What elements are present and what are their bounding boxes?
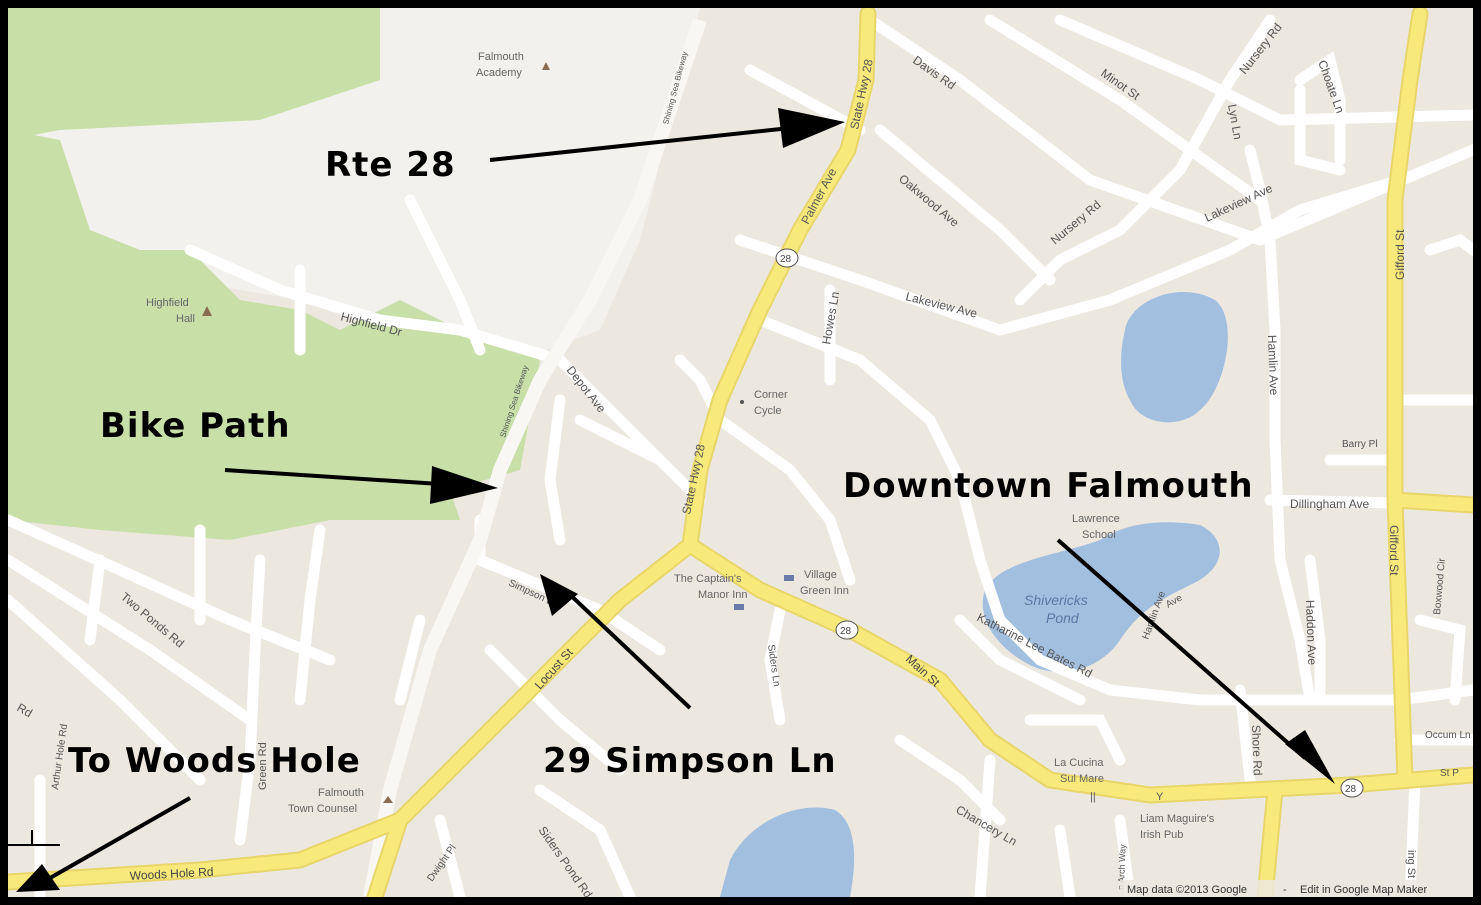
callout-rte-28: Rte 28 bbox=[325, 145, 456, 185]
poi-lawrence-school[interactable]: Lawrence School bbox=[1072, 513, 1120, 541]
attribution-bar bbox=[1120, 880, 1473, 897]
callout-arrows bbox=[49, 126, 1307, 880]
svg-text:Manor Inn: Manor Inn bbox=[698, 589, 748, 601]
government-icon bbox=[383, 796, 393, 803]
arrow-simpson-ln bbox=[563, 588, 692, 710]
water-label-shivericks-pond: Shivericks Pond bbox=[1024, 592, 1088, 626]
svg-text:Cycle: Cycle bbox=[754, 405, 782, 417]
hotel-icon bbox=[784, 575, 794, 581]
street-label-hamlin-ave: Hamlin Ave bbox=[1265, 335, 1281, 396]
landmark-icon bbox=[202, 306, 212, 316]
svg-text:Green Inn: Green Inn bbox=[800, 585, 849, 597]
street-label-st-p: St P bbox=[1440, 768, 1459, 779]
bar-icon: Y bbox=[1156, 791, 1164, 803]
poi-falmouth-academy[interactable]: Falmouth Academy bbox=[476, 51, 550, 79]
street-label-gifford-st-south: Gifford St bbox=[1387, 525, 1401, 576]
arrow-rte-28 bbox=[489, 126, 791, 162]
hotel-icon bbox=[734, 604, 744, 610]
attribution-separator: - bbox=[1283, 884, 1287, 896]
poi-corner-cycle[interactable]: Corner Cycle bbox=[740, 389, 788, 417]
major-roads bbox=[8, 8, 1473, 897]
arrowhead-woods-hole bbox=[16, 864, 60, 892]
poi-captains-manor-inn[interactable]: The Captain's Manor Inn bbox=[674, 573, 748, 610]
park-top bbox=[8, 8, 380, 140]
minor-roads bbox=[8, 14, 1473, 897]
attribution-edit-link[interactable]: Edit in Google Map Maker bbox=[1300, 884, 1428, 896]
callout-bike-path: Bike Path bbox=[100, 406, 291, 446]
route-shield: 28 bbox=[835, 620, 859, 640]
arrowheads bbox=[16, 108, 1335, 892]
svg-text:Highfield: Highfield bbox=[146, 297, 189, 309]
street-label-greene-rd: Green Rd bbox=[257, 742, 269, 790]
shop-icon bbox=[740, 400, 744, 404]
street-label-shore-rd: Shore Rd bbox=[1249, 725, 1265, 776]
svg-text:28: 28 bbox=[840, 626, 852, 637]
street-label-occum-ln: Occum Ln bbox=[1425, 730, 1471, 741]
arrow-downtown bbox=[1056, 538, 1307, 760]
street-label-gifford-st-north: Gifford St bbox=[1393, 229, 1407, 280]
arrowhead-simpson-ln bbox=[540, 574, 578, 616]
route-shield: 28 bbox=[775, 248, 799, 268]
arrow-bike-path bbox=[224, 468, 456, 487]
arrowhead-downtown bbox=[1285, 730, 1335, 784]
school-icon bbox=[542, 62, 550, 70]
svg-text:Academy: Academy bbox=[476, 67, 522, 79]
street-label-ring-st: ing St bbox=[1405, 850, 1417, 878]
street-label-haddon-ave: Haddon Ave bbox=[1303, 600, 1319, 666]
svg-text:Pond: Pond bbox=[1046, 610, 1080, 626]
shivericks-pond bbox=[982, 522, 1220, 672]
siders-pond bbox=[720, 807, 855, 897]
svg-text:Sul Mare: Sul Mare bbox=[1060, 773, 1104, 785]
poi-liam-maguires[interactable]: Y Liam Maguire's Irish Pub bbox=[1140, 791, 1215, 841]
svg-text:Town Counsel: Town Counsel bbox=[288, 803, 357, 815]
svg-text:28: 28 bbox=[1345, 784, 1357, 795]
svg-text:School: School bbox=[1082, 529, 1116, 541]
poi-village-green-inn[interactable]: Village Green Inn bbox=[784, 569, 849, 597]
svg-text:Falmouth: Falmouth bbox=[478, 51, 524, 63]
svg-text:Lawrence: Lawrence bbox=[1072, 513, 1120, 525]
route-shield: 28 bbox=[1340, 778, 1364, 798]
street-label-dillingham-ave: Dillingham Ave bbox=[1290, 497, 1369, 511]
street-label-north-arch-way: n Arch Way bbox=[1116, 844, 1128, 891]
svg-text:28: 28 bbox=[780, 254, 792, 265]
svg-text:Liam Maguire's: Liam Maguire's bbox=[1140, 813, 1215, 825]
street-label-barry-pl: Barry Pl bbox=[1342, 439, 1378, 450]
poi-town-counsel[interactable]: Falmouth Town Counsel bbox=[288, 787, 393, 815]
street-label-boxwood-cir: Boxwood Cir bbox=[1432, 557, 1448, 615]
poi-la-cucina-sul-mare[interactable]: La Cucina Sul Mare || bbox=[1054, 757, 1104, 803]
callout-downtown-falmouth: Downtown Falmouth bbox=[843, 466, 1254, 506]
street-label-woods-hole-rd: Woods Hole Rd bbox=[129, 865, 213, 883]
bike-path-road bbox=[363, 17, 707, 897]
svg-text:Village: Village bbox=[804, 569, 837, 581]
svg-text:The Captain's: The Captain's bbox=[674, 573, 742, 585]
map-canvas[interactable]: State Hwy 28 Palmer Ave State Hwy 28 Dav… bbox=[8, 8, 1473, 897]
svg-text:Hall: Hall bbox=[176, 313, 195, 325]
street-label-rd-left: Rd bbox=[15, 700, 35, 720]
arrowhead-bike-path bbox=[430, 466, 498, 504]
callout-29-simpson-ln: 29 Simpson Ln bbox=[543, 741, 837, 781]
lakeview-pond bbox=[1121, 291, 1228, 423]
arrow-woods-hole bbox=[49, 796, 191, 880]
svg-text:Irish Pub: Irish Pub bbox=[1140, 829, 1183, 841]
poi-highfield-hall[interactable]: Highfield Hall bbox=[146, 297, 212, 325]
svg-text:Falmouth: Falmouth bbox=[318, 787, 364, 799]
street-label-lyn-ln: Lyn Ln bbox=[1225, 103, 1245, 140]
attribution-map-data: Map data ©2013 Google bbox=[1127, 884, 1247, 896]
callout-to-woods-hole: To Woods Hole bbox=[68, 741, 361, 781]
svg-text:Corner: Corner bbox=[754, 389, 788, 401]
park-area bbox=[8, 130, 540, 540]
arrowhead-rte-28 bbox=[778, 108, 845, 148]
restaurant-icon: || bbox=[1090, 791, 1096, 803]
svg-text:Shivericks: Shivericks bbox=[1024, 592, 1088, 608]
svg-text:La Cucina: La Cucina bbox=[1054, 757, 1104, 769]
